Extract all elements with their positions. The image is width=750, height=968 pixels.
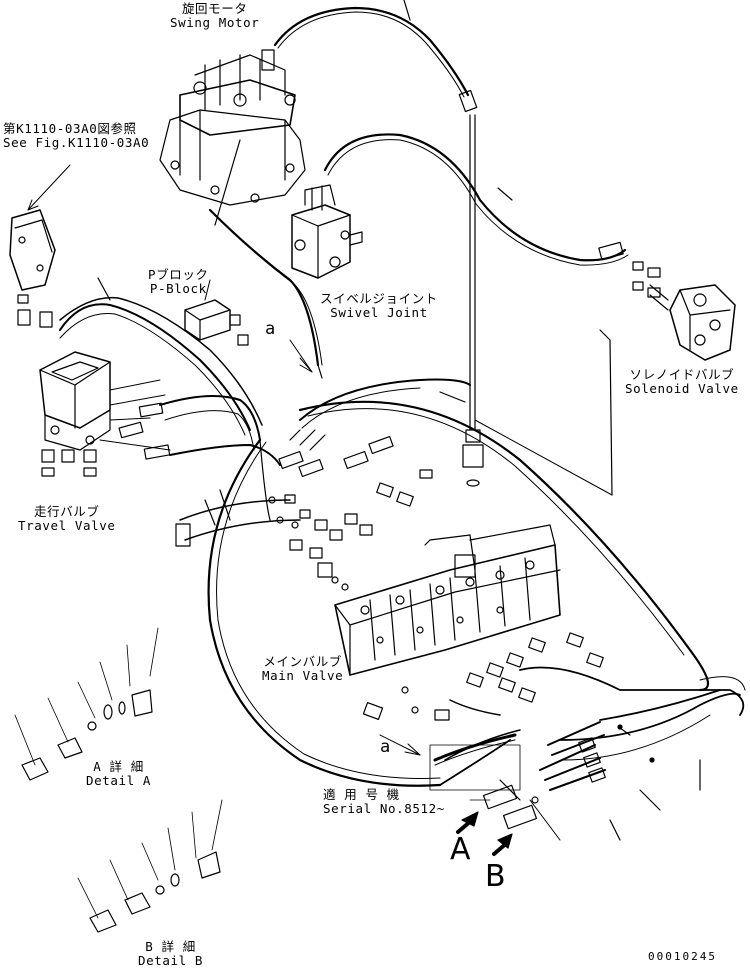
solenoid-valve-label-en: Solenoid Valve — [625, 381, 739, 396]
main-valve-label-en: Main Valve — [262, 668, 344, 683]
travel-valve-label-en: Travel Valve — [18, 518, 116, 533]
outer-hose-loops — [207, 400, 746, 841]
swing-motor-drawing — [159, 49, 306, 226]
pilot-valve-drawing — [9, 164, 71, 328]
fittings-array — [268, 469, 433, 591]
detail-a-parts — [14, 627, 159, 781]
detail-b-label-jp: B 詳 細 — [145, 939, 196, 954]
p-block-label: Pブロック P-Block — [148, 268, 209, 296]
main-valve-drawing — [334, 524, 561, 676]
swivel-joint-label-jp: スイベルジョイント — [320, 291, 438, 306]
detail-b-callout-letter: B — [485, 859, 506, 894]
see-fig-label-jp: 第K1110-03A0図参照 — [3, 121, 137, 136]
solenoid-valve-label: ソレノイドバルブ Solenoid Valve — [625, 368, 739, 396]
detail-b-parts — [77, 799, 223, 933]
swing-motor-label-en: Swing Motor — [170, 15, 260, 30]
detail-b-label: B 詳 細 Detail B — [138, 940, 203, 968]
detail-a-label-en: Detail A — [86, 773, 152, 788]
swivel-joint-label: スイベルジョイント Swivel Joint — [320, 292, 438, 320]
detail-a-callout-letter: A — [450, 832, 471, 867]
solenoid-hose — [323, 133, 629, 266]
swing-motor-label-jp: 旋回モータ — [181, 1, 248, 16]
main-valve-label-jp: メインバルブ — [263, 654, 342, 669]
swing-motor-label: 旋回モータ Swing Motor — [170, 2, 259, 30]
serial-bracket — [429, 721, 606, 841]
detail-a-label: A 詳 細 Detail A — [86, 760, 151, 788]
serial-label-en: Serial No.8512~ — [323, 801, 445, 816]
swing-motor-hose — [273, 0, 484, 487]
main-valve-label: メインバルブ Main Valve — [262, 655, 343, 683]
swivel-joint-label-en: Swivel Joint — [330, 305, 428, 320]
detail-a-label-jp: A 詳 細 — [93, 759, 144, 774]
swivel-joint-drawing — [291, 184, 363, 279]
travel-valve-label-jp: 走行バルブ — [34, 504, 100, 519]
see-fig-label-en: See Fig.K1110-03A0 — [3, 135, 150, 150]
central-hose-cluster — [159, 378, 471, 547]
serial-label: 適 用 号 機 Serial No.8512~ — [323, 788, 445, 816]
see-fig-label: 第K1110-03A0図参照 See Fig.K1110-03A0 — [3, 122, 149, 150]
view-arrow-a-upper: a — [265, 319, 276, 339]
solenoid-valve-label-jp: ソレノイドバルブ — [629, 367, 735, 382]
left-hose-bundle — [59, 208, 323, 436]
solenoid-valve-drawing — [599, 261, 736, 496]
document-number: 00010245 — [648, 950, 717, 963]
view-arrow-a-lower: a — [380, 737, 391, 757]
p-block-label-jp: Pブロック — [148, 267, 209, 282]
p-block-label-en: P-Block — [149, 281, 207, 296]
detail-b-label-en: Detail B — [138, 953, 204, 968]
serial-label-jp: 適 用 号 機 — [323, 787, 400, 802]
lower-fittings — [362, 632, 604, 721]
detail-arrows — [379, 734, 513, 856]
travel-valve-label: 走行バルブ Travel Valve — [18, 505, 116, 533]
travel-valve-drawing — [39, 351, 171, 477]
